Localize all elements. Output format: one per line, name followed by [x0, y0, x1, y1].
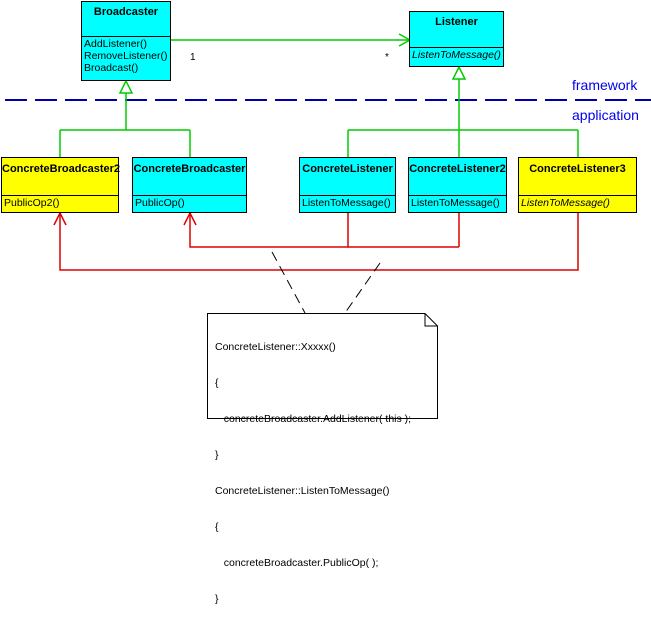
target-multiplicity: * — [385, 52, 389, 63]
dependency-concrete-broadcaster — [183, 211, 460, 248]
operation: ListenToMessage() — [302, 197, 391, 209]
note-line: ConcreteListener::ListenToMessage() — [215, 485, 390, 497]
operation: AddListener() — [84, 38, 148, 50]
note-line: } — [215, 593, 219, 605]
note-line: } — [215, 449, 219, 461]
note-text: ConcreteListener::Xxxxx() { concreteBroa… — [215, 317, 411, 629]
note-line: { — [215, 377, 219, 389]
code-note[interactable]: ConcreteListener::Xxxxx() { concreteBroa… — [207, 313, 438, 605]
class-concrete-listener2[interactable]: ConcreteListener2 ListenToMessage() — [408, 157, 507, 213]
connector-layer — [5, 33, 651, 314]
note-shape — [207, 313, 438, 419]
operation: ListenToMessage() — [412, 49, 501, 61]
operations-compartment: PublicOp2() — [2, 195, 118, 212]
framework-label: framework — [572, 77, 638, 93]
uml-diagram: framework application 1 * Broadcaster Ad… — [1, 1, 651, 605]
operations-compartment: PublicOp() — [133, 195, 246, 212]
dependency-concrete-broadcaster2 — [53, 211, 579, 271]
note-anchor-lines — [271, 251, 381, 314]
operation: RemoveListener() — [84, 50, 168, 62]
operation: Broadcast() — [84, 62, 139, 74]
class-concrete-broadcaster[interactable]: ConcreteBroadcaster PublicOp() — [132, 157, 247, 213]
class-concrete-broadcaster2[interactable]: ConcreteBroadcaster2 PublicOp2() — [1, 157, 120, 213]
note-line: { — [215, 521, 219, 533]
operations-compartment: ListenToMessage() — [409, 195, 506, 212]
operations-compartment: ListenToMessage() — [300, 195, 395, 212]
class-concrete-listener[interactable]: ConcreteListener ListenToMessage() — [299, 157, 396, 213]
source-multiplicity: 1 — [190, 52, 196, 63]
class-name: Broadcaster — [93, 6, 159, 18]
operation: ListenToMessage() — [411, 197, 500, 209]
inheritance-broadcasters — [59, 79, 191, 157]
association-arrow — [170, 33, 412, 47]
class-concrete-listener3[interactable]: ConcreteListener3 ListenToMessage() — [518, 157, 637, 213]
note-line: concreteBroadcaster.AddListener( this ); — [215, 413, 412, 425]
operation: ListenToMessage() — [521, 197, 610, 209]
operations-compartment: ListenToMessage() — [519, 195, 636, 212]
note-line: ConcreteListener::Xxxxx() — [215, 341, 336, 353]
class-name: ConcreteBroadcaster — [133, 163, 246, 175]
class-name: ConcreteListener2 — [409, 163, 506, 175]
class-name: ConcreteListener3 — [529, 163, 626, 175]
class-broadcaster[interactable]: Broadcaster AddListener() RemoveListener… — [81, 1, 171, 81]
application-label: application — [572, 107, 639, 123]
inheritance-listeners — [347, 65, 579, 157]
note-line: concreteBroadcaster.PublicOp( ); — [215, 557, 379, 569]
operations-compartment: ListenToMessage() — [410, 47, 503, 66]
operation: PublicOp() — [135, 197, 185, 209]
class-name: ConcreteListener — [302, 163, 393, 175]
class-name: Listener — [435, 16, 478, 28]
class-name: ConcreteBroadcaster2 — [2, 163, 120, 175]
operations-compartment: AddListener() RemoveListener() Broadcast… — [82, 36, 170, 80]
operation: PublicOp2() — [4, 197, 60, 209]
class-listener[interactable]: Listener ListenToMessage() — [409, 11, 504, 67]
